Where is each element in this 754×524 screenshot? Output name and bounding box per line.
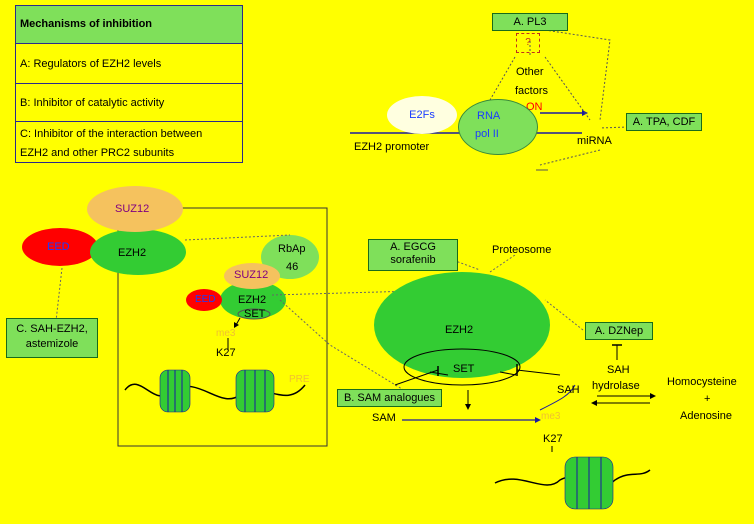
adenosine-label: Adenosine	[680, 410, 732, 422]
pl3-box: A. PL3	[492, 13, 568, 31]
sah-ezh2-box: C. SAH-EZH2, astemizole	[6, 318, 98, 358]
eed-small-ellipse	[186, 289, 222, 311]
chromatin-box	[117, 207, 328, 447]
dna-left	[124, 383, 306, 400]
other-label: Other	[516, 66, 544, 78]
legend-row-c: C: Inhibitor of the interaction between …	[16, 121, 242, 162]
legend-title: Mechanisms of inhibition	[16, 6, 242, 43]
sah-ezh2-line1: C. SAH-EZH2,	[16, 323, 88, 335]
promoter-label: EZH2 promoter	[354, 141, 430, 153]
k27-left-label: K27	[216, 347, 236, 359]
mechanisms-legend: Mechanisms of inhibition A: Regulators o…	[15, 5, 243, 163]
ezh2-main-ellipse	[374, 272, 550, 378]
factors-label: factors	[515, 85, 549, 97]
egcg-box: A. EGCG sorafenib	[368, 239, 458, 271]
suz12-label: SUZ12	[115, 203, 150, 215]
set-main-label: SET	[453, 363, 475, 375]
me3-right-label: me3	[541, 411, 561, 422]
ezh2-small-label: EZH2	[238, 294, 267, 306]
rbap-label: RbAp	[278, 243, 306, 255]
suz12-small-label: SUZ12	[234, 269, 269, 281]
homocysteine-label: Homocysteine	[667, 376, 737, 388]
rna-pol-ellipse: RNA pol II	[458, 99, 538, 155]
pre-label: PRE	[289, 374, 310, 385]
ezh2-label: EZH2	[118, 247, 147, 259]
egcg-line2: sorafenib	[390, 254, 436, 266]
rna-label: RNA	[477, 110, 501, 122]
dznep-box: A. DZNep	[585, 322, 653, 340]
sah-hydrolase-line2: hydrolase	[592, 380, 640, 392]
question-box: ?	[516, 33, 540, 53]
sah-ezh2-line2: astemizole	[25, 338, 79, 350]
ezh2-small-ellipse	[220, 281, 286, 319]
me3-left-label: me3	[216, 328, 236, 339]
legend-row-c-line1: C: Inhibitor of the interaction between	[20, 128, 203, 140]
rbap-num-label: 46	[286, 261, 299, 273]
sah-hydrolase-line1: SAH	[607, 364, 630, 376]
e2fs-ellipse: E2Fs	[387, 96, 457, 134]
sah-label: SAH	[557, 384, 580, 396]
sam-analogues-box: B. SAM analogues	[337, 389, 442, 407]
legend-row-b: B: Inhibitor of catalytic activity	[16, 83, 242, 121]
tpa-cdf-box: A. TPA, CDF	[626, 113, 702, 131]
proteosome-label: Proteosome	[492, 244, 552, 256]
nucleosome-right	[564, 456, 614, 510]
pol-label: pol II	[475, 128, 499, 140]
plus-label: +	[704, 393, 711, 405]
suz12-small-ellipse	[224, 263, 280, 289]
set-small-label: SET	[244, 308, 266, 320]
ezh2-main-label: EZH2	[445, 324, 474, 336]
k27-right-label: K27	[543, 433, 563, 445]
nucleosome-left-2	[235, 369, 275, 413]
legend-row-a: A: Regulators of EZH2 levels	[16, 43, 242, 83]
nucleosome-left-1	[159, 369, 191, 413]
suz12-ellipse	[87, 186, 183, 232]
mirna-label: miRNA	[577, 135, 612, 147]
rbap-ellipse	[261, 235, 319, 279]
ezh2-ellipse	[90, 229, 186, 275]
egcg-line1: A. EGCG	[390, 241, 436, 253]
eed-ellipse	[22, 228, 98, 266]
eed-label: EED	[47, 241, 70, 253]
sam-label: SAM	[372, 412, 396, 424]
eed-small-label: EED	[195, 294, 216, 305]
legend-row-c-line2: EZH2 and other PRC2 subunits	[20, 147, 175, 159]
